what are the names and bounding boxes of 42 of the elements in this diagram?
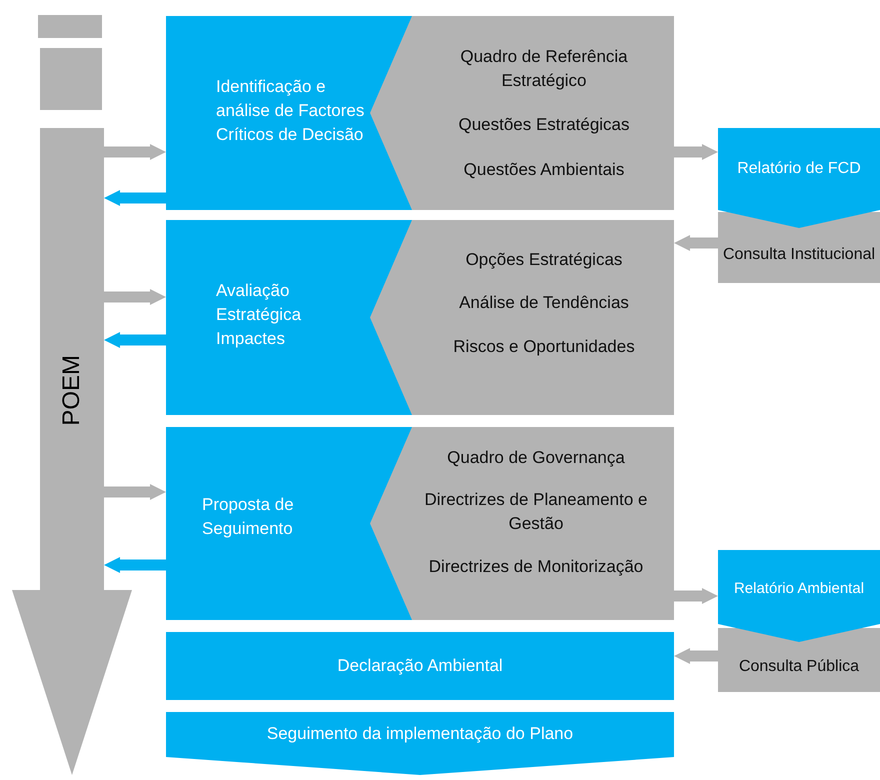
block-arrow	[674, 648, 718, 664]
block-arrow	[104, 190, 166, 206]
chevron-banner	[166, 712, 674, 775]
process-box	[166, 427, 412, 620]
item-text: Questões Estratégicas	[458, 114, 630, 136]
report-box	[718, 128, 880, 228]
node-label: Relatório Ambiental	[734, 578, 864, 598]
process-box	[166, 220, 412, 415]
chevron-box	[370, 16, 674, 210]
vertical-label: POEM	[57, 354, 86, 426]
block-arrow	[104, 144, 166, 160]
block-arrow	[104, 557, 166, 573]
item-text: Directrizes de Planeamento e Gestão	[423, 489, 648, 535]
block-arrow	[104, 332, 166, 348]
block-arrow	[104, 484, 166, 500]
node-label: Avaliação Estratégica Impactes	[216, 280, 302, 350]
consultation-box	[718, 212, 880, 283]
node-label: Seguimento da implementação do Plano	[266, 723, 574, 746]
node-label: Proposta de Seguimento	[202, 494, 295, 540]
node-label: Consulta Institucional	[722, 244, 876, 265]
block-arrow	[674, 235, 718, 251]
process-arrow	[12, 15, 132, 775]
node-label: Declaração Ambiental	[337, 655, 503, 678]
chevron-box	[370, 427, 674, 620]
consultation-box	[718, 628, 880, 692]
process-box	[166, 632, 674, 700]
item-text: Opções Estratégicas	[466, 248, 622, 271]
chevron-box	[370, 220, 674, 415]
item-text: Questões Ambientais	[464, 158, 624, 180]
node-label: Relatório de FCD	[737, 158, 861, 179]
item-text: Quadro de Referência Estratégico	[459, 46, 629, 92]
item-text: Directrizes de Monitorização	[428, 556, 644, 578]
node-label: Consulta Pública	[738, 656, 860, 677]
item-text: Análise de Tendências	[459, 292, 629, 314]
process-box	[166, 16, 412, 210]
item-text: Quadro de Governança	[447, 446, 625, 469]
block-arrow	[104, 289, 166, 305]
block-arrow	[674, 588, 718, 604]
node-label: Identificação e análise de Factores Críticos de Decisão	[216, 76, 366, 146]
item-text: Riscos e Oportunidades	[453, 336, 635, 358]
report-box	[718, 550, 880, 642]
block-arrow	[674, 144, 718, 160]
